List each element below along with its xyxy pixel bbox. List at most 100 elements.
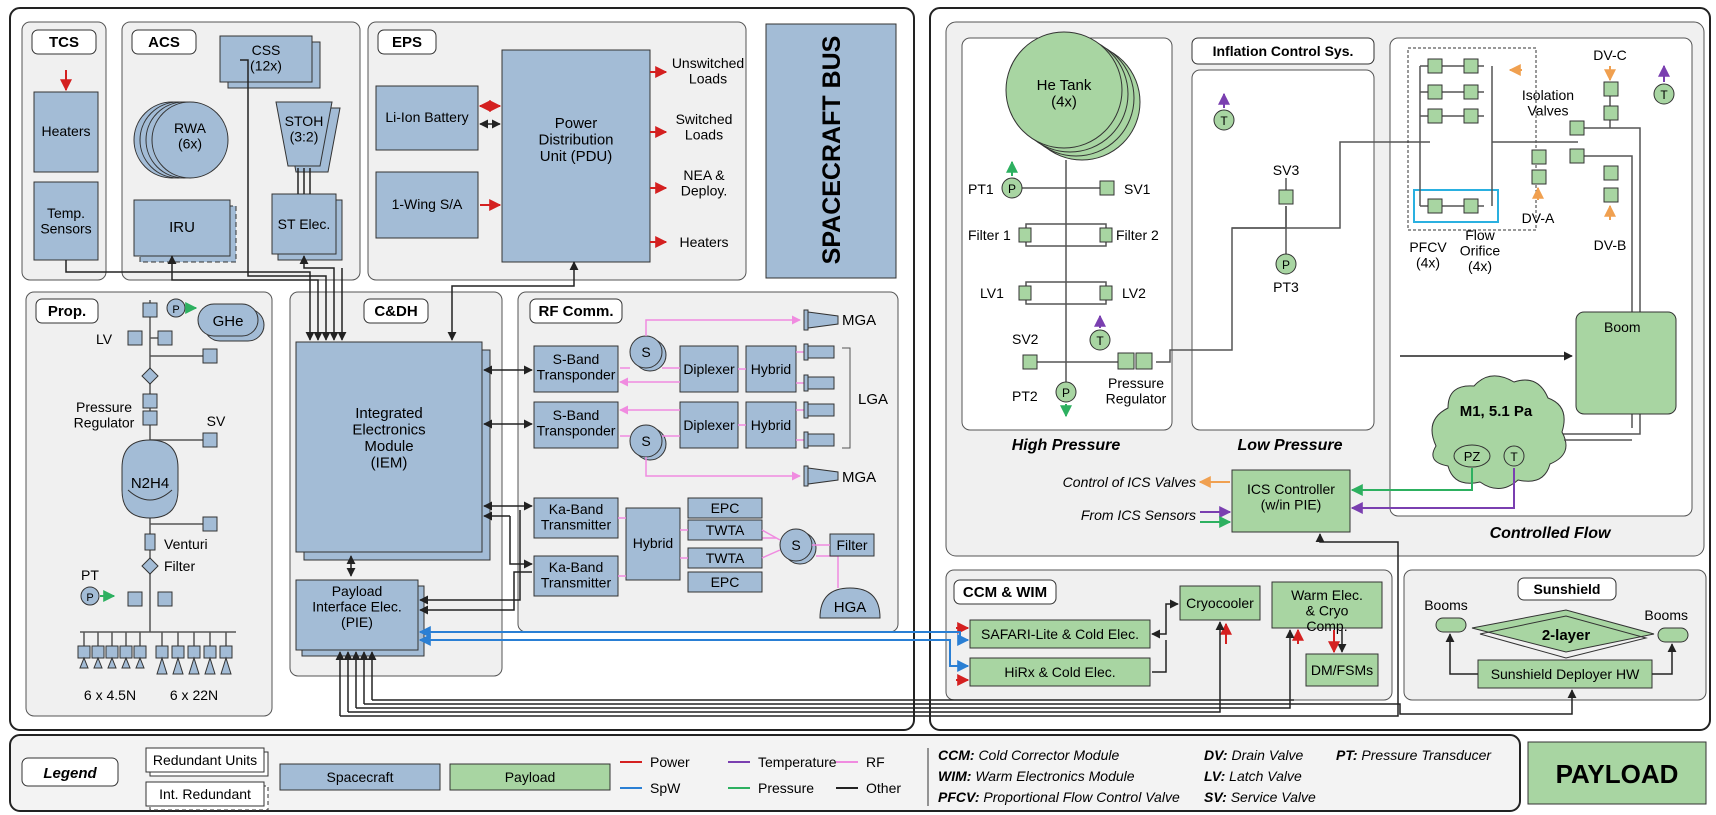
dv-a-text: DV-A [1522, 210, 1555, 226]
safari-box [969, 619, 1151, 649]
legend-spacecraft-text: Spacecraft [327, 769, 394, 785]
legend-abbreviation: DV: Drain Valve [1204, 747, 1304, 763]
sunshield-label: Sunshield [1534, 581, 1601, 597]
ka-rf-lines [618, 517, 830, 577]
filter1-box [1018, 227, 1032, 243]
sv3-valve [1278, 189, 1294, 205]
legend-line-label-spw: SpW [650, 780, 681, 796]
svg-text:P: P [1008, 182, 1016, 196]
lv-text: LV [96, 331, 113, 347]
antennas [803, 309, 881, 619]
cryocooler-text: Cryocooler [1186, 595, 1254, 611]
dv-c-text: DV-C [1593, 47, 1626, 63]
m1-temp-sensor [1503, 445, 1525, 467]
lp-panel [1191, 69, 1375, 431]
solar-array-text: 1-Wing S/A [392, 196, 463, 212]
ics-header-text: Inflation Control Sys. [1213, 43, 1354, 59]
iru-box [133, 199, 231, 257]
prop-tag [35, 298, 99, 324]
payload-title: PAYLOAD [1556, 759, 1679, 789]
sunshield-layer [1471, 609, 1655, 653]
temp-sensors-text: Temp.Sensors [40, 205, 91, 236]
ka-2-box [533, 555, 619, 597]
legend-int-redundant-text: Int. Redundant [159, 786, 251, 802]
hybrid-1-text: Hybrid [751, 361, 791, 377]
eps-label: EPS [392, 34, 422, 51]
dm-box [1305, 653, 1379, 687]
hybrid-1-box [745, 345, 797, 393]
pdu-box [501, 49, 651, 263]
cryocooler-box [1179, 585, 1261, 621]
thrusters [77, 645, 233, 675]
legend-tag [21, 757, 119, 787]
layer-text: 2-layer [1542, 627, 1591, 644]
svg-text:T: T [1096, 334, 1104, 348]
pt1-sensor [1001, 177, 1023, 199]
st-elec-box [271, 193, 337, 255]
ics-controller-box [1231, 469, 1351, 533]
ccm-links [1151, 599, 1347, 673]
hirx-box [969, 657, 1151, 687]
stoh-text: STOH(3:2) [285, 113, 324, 144]
cdh-tag [363, 298, 429, 324]
diplexer-2-box [679, 401, 739, 449]
legend-abbreviation: CCM: Cold Corrector Module [938, 747, 1119, 763]
sband-1-box [533, 345, 619, 393]
he-tank-stack [1005, 31, 1141, 161]
lv2-text: LV2 [1122, 285, 1146, 301]
svg-text:T: T [1220, 114, 1228, 128]
lp-title: Low Pressure [1238, 437, 1343, 454]
epc-2-text: EPC [711, 574, 740, 590]
filter1-text: Filter 1 [968, 227, 1011, 243]
sv1-text: SV1 [1124, 181, 1151, 197]
hybrid-2-box [745, 401, 797, 449]
ka-1-box [533, 497, 619, 539]
deployer-text: Sunshield Deployer HW [1491, 666, 1640, 682]
twta-2-text: TWTA [706, 550, 745, 566]
sv2-text: SV2 [1012, 331, 1039, 347]
cf-temp-sensor [1653, 83, 1675, 105]
thrusters-small-text: 6 x 4.5N [84, 687, 136, 703]
diplexer-2-text: Diplexer [683, 417, 735, 433]
legend-abbreviation: PT: Pressure Transducer [1336, 747, 1492, 763]
svg-text:P: P [172, 304, 179, 316]
thrusters-large-text: 6 x 22N [170, 687, 218, 703]
pt3-sensor [1275, 253, 1297, 275]
acs-label: ACS [148, 34, 180, 51]
legend-line-label-power: Power [650, 754, 690, 770]
cdh-label: C&DH [374, 303, 417, 320]
pie-payload-links [335, 533, 1577, 717]
hga-text: HGA [834, 599, 867, 616]
filter2-text: Filter 2 [1116, 227, 1159, 243]
bus-title: SPACECRAFT BUS [818, 36, 846, 265]
hp-title: High Pressure [1012, 437, 1121, 454]
booms-left-text: Booms [1424, 597, 1468, 613]
safari-text: SAFARI-Lite & Cold Elec. [981, 626, 1139, 642]
legend-line-label-other: Other [866, 780, 901, 796]
rf-switch-2-text: S [641, 433, 650, 449]
legend-int-redundant [145, 781, 265, 807]
legend-abbreviation: SV: Service Valve [1204, 789, 1316, 805]
rf-switch-1-text: S [641, 344, 650, 360]
legend-payload [449, 763, 611, 791]
epc-1-box [687, 497, 763, 519]
iem-rf-links [419, 365, 533, 615]
rf-label: RF Comm. [539, 303, 614, 320]
spw-links [418, 626, 970, 672]
epc-1-text: EPC [711, 500, 740, 516]
legend-title: Legend [43, 765, 97, 782]
battery-box [375, 85, 479, 151]
legend-line-label-rf: RF [866, 754, 885, 770]
pt2-text: PT2 [1012, 388, 1038, 404]
ics-header-tag [1191, 37, 1375, 65]
booms-right-text: Booms [1644, 607, 1688, 623]
pt2-sensor [1055, 381, 1077, 403]
